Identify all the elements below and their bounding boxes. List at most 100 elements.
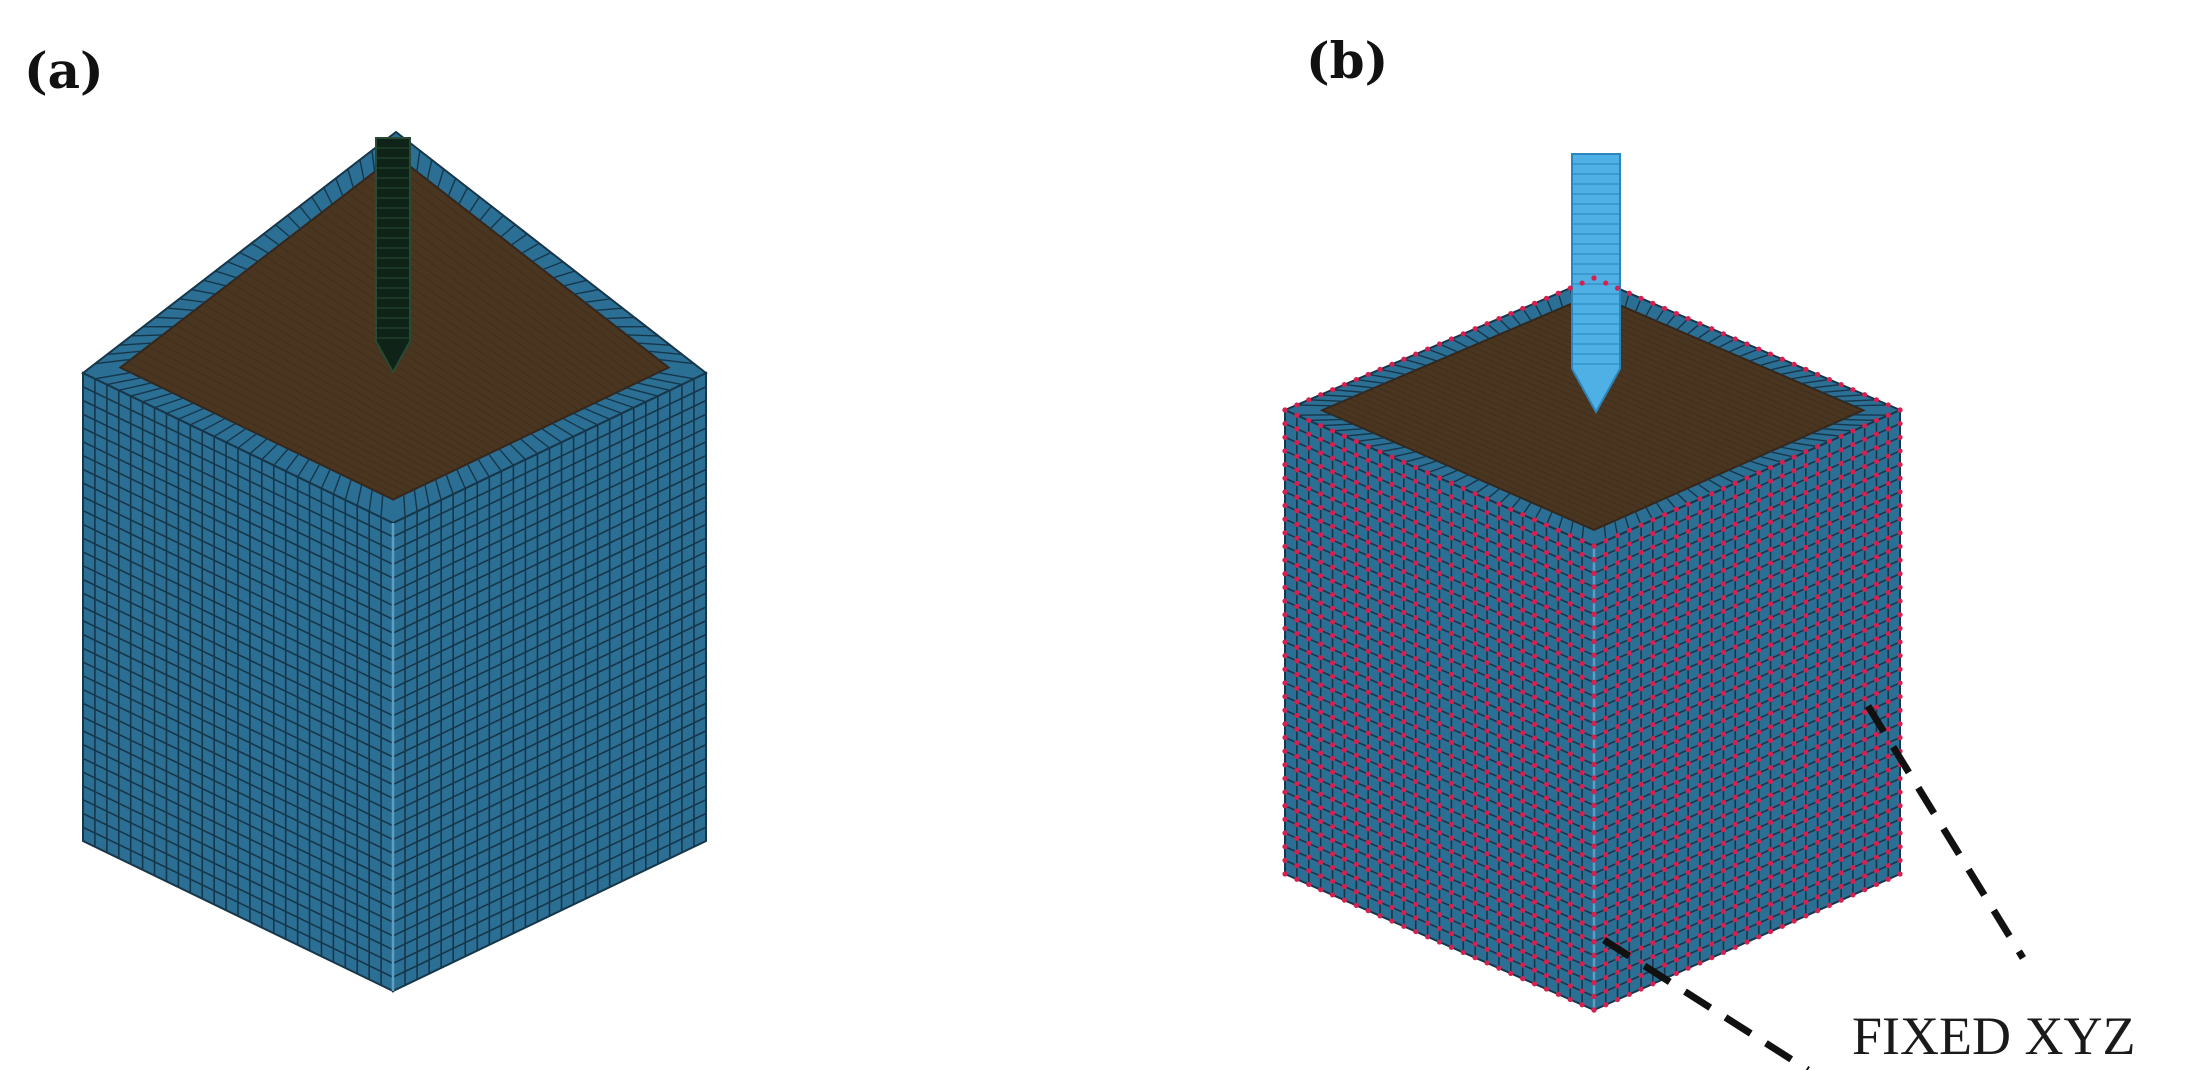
indenter-icon <box>1571 153 1621 415</box>
constraint-marker <box>1413 546 1419 553</box>
constraint-marker <box>1744 666 1750 672</box>
mesh-line <box>82 785 394 937</box>
constraint-marker <box>1318 600 1324 606</box>
constraint-marker <box>1673 793 1679 799</box>
constraint-marker <box>1543 522 1550 528</box>
constraint-marker <box>1614 751 1621 757</box>
constraint-marker <box>1803 449 1809 455</box>
constraint-marker <box>1413 751 1419 757</box>
mesh-line <box>131 334 163 337</box>
constraint-marker <box>1401 596 1407 602</box>
constraint-marker <box>1377 858 1383 864</box>
constraint-marker <box>1353 602 1359 608</box>
constraint-marker <box>1744 775 1750 781</box>
constraint-marker <box>1826 547 1832 554</box>
mesh-line <box>392 812 707 965</box>
constraint-marker <box>1591 543 1597 549</box>
constraint-marker <box>1401 650 1407 656</box>
constraint-marker <box>1791 686 1797 692</box>
constraint-marker <box>1543 918 1550 924</box>
mesh-line <box>82 413 394 566</box>
constraint-marker <box>1697 892 1703 898</box>
constraint-marker <box>1838 529 1844 535</box>
constraint-marker <box>1862 887 1868 893</box>
soil-texture-line <box>202 303 477 461</box>
constraint-marker <box>1791 863 1797 870</box>
constraint-marker <box>1448 944 1454 950</box>
constraint-marker <box>1508 575 1514 581</box>
constraint-marker <box>1709 600 1715 606</box>
constraint-marker <box>1448 521 1454 527</box>
constraint-marker <box>1873 417 1880 424</box>
constraint-marker <box>1685 829 1691 835</box>
constraint-marker <box>1294 549 1300 555</box>
constraint-marker <box>1697 905 1703 911</box>
constraint-marker <box>1531 831 1538 837</box>
constraint-marker <box>1756 702 1762 708</box>
mesh-line <box>392 592 707 744</box>
constraint-marker <box>1662 853 1668 859</box>
constraint-marker <box>1460 499 1466 505</box>
constraint-marker <box>1685 515 1691 521</box>
constraint-marker <box>1591 748 1597 754</box>
constraint-marker <box>1673 779 1679 785</box>
constraint-marker <box>1460 867 1466 874</box>
constraint-marker <box>1685 788 1691 794</box>
constraint-marker <box>1401 527 1407 534</box>
constraint-marker <box>1425 756 1431 762</box>
constraint-marker <box>1826 493 1832 499</box>
constraint-marker <box>1826 752 1832 758</box>
constraint-marker <box>1685 501 1691 507</box>
constraint-marker <box>1779 527 1785 534</box>
constraint-marker <box>1885 630 1891 637</box>
mesh-line <box>82 647 394 800</box>
constraint-marker <box>1294 862 1300 869</box>
soil-texture-line <box>374 170 649 378</box>
constraint-marker <box>1329 482 1336 489</box>
constraint-marker <box>1779 910 1785 916</box>
constraint-marker <box>1838 883 1844 890</box>
constraint-marker <box>1389 604 1395 610</box>
constraint-marker <box>1341 883 1348 890</box>
constraint-marker <box>1555 923 1561 929</box>
constraint-marker <box>1697 632 1703 638</box>
constraint-marker <box>1862 614 1868 620</box>
constraint-marker <box>1591 707 1597 713</box>
constraint-marker <box>1815 812 1821 818</box>
constraint-marker <box>1603 620 1609 626</box>
constraint-marker <box>1897 625 1903 631</box>
constraint-marker <box>1591 275 1597 281</box>
constraint-marker <box>1401 705 1407 711</box>
constraint-marker <box>1341 774 1348 780</box>
constraint-marker <box>1341 761 1348 767</box>
constraint-marker <box>1413 778 1419 785</box>
constraint-marker <box>1638 890 1644 897</box>
constraint-marker <box>1803 613 1809 619</box>
constraint-marker <box>1508 547 1514 553</box>
constraint-marker <box>1318 696 1324 702</box>
constraint-marker <box>1306 745 1312 751</box>
constraint-marker <box>1567 983 1573 989</box>
constraint-marker <box>1294 480 1300 487</box>
constraint-marker <box>1638 809 1644 815</box>
constraint-marker <box>1306 499 1312 505</box>
constraint-marker <box>1803 531 1809 537</box>
mesh-line <box>1821 388 1853 394</box>
constraint-marker <box>1341 556 1348 562</box>
constraint-marker <box>1460 922 1466 928</box>
constraint-marker <box>1543 754 1550 760</box>
constraint-marker <box>1650 640 1656 646</box>
constraint-marker <box>1626 773 1632 779</box>
constraint-marker <box>1567 546 1573 552</box>
constraint-marker <box>1531 817 1538 823</box>
soil-texture-line <box>1376 386 1649 507</box>
constraint-marker <box>1603 852 1609 858</box>
mesh-line <box>82 441 394 593</box>
constraint-marker <box>1496 760 1502 767</box>
constraint-marker <box>1826 739 1832 745</box>
constraint-marker <box>1496 897 1502 903</box>
constraint-marker <box>1389 795 1395 801</box>
constraint-marker <box>1850 742 1856 748</box>
constraint-marker <box>1413 628 1419 634</box>
constraint-marker <box>1732 336 1738 342</box>
